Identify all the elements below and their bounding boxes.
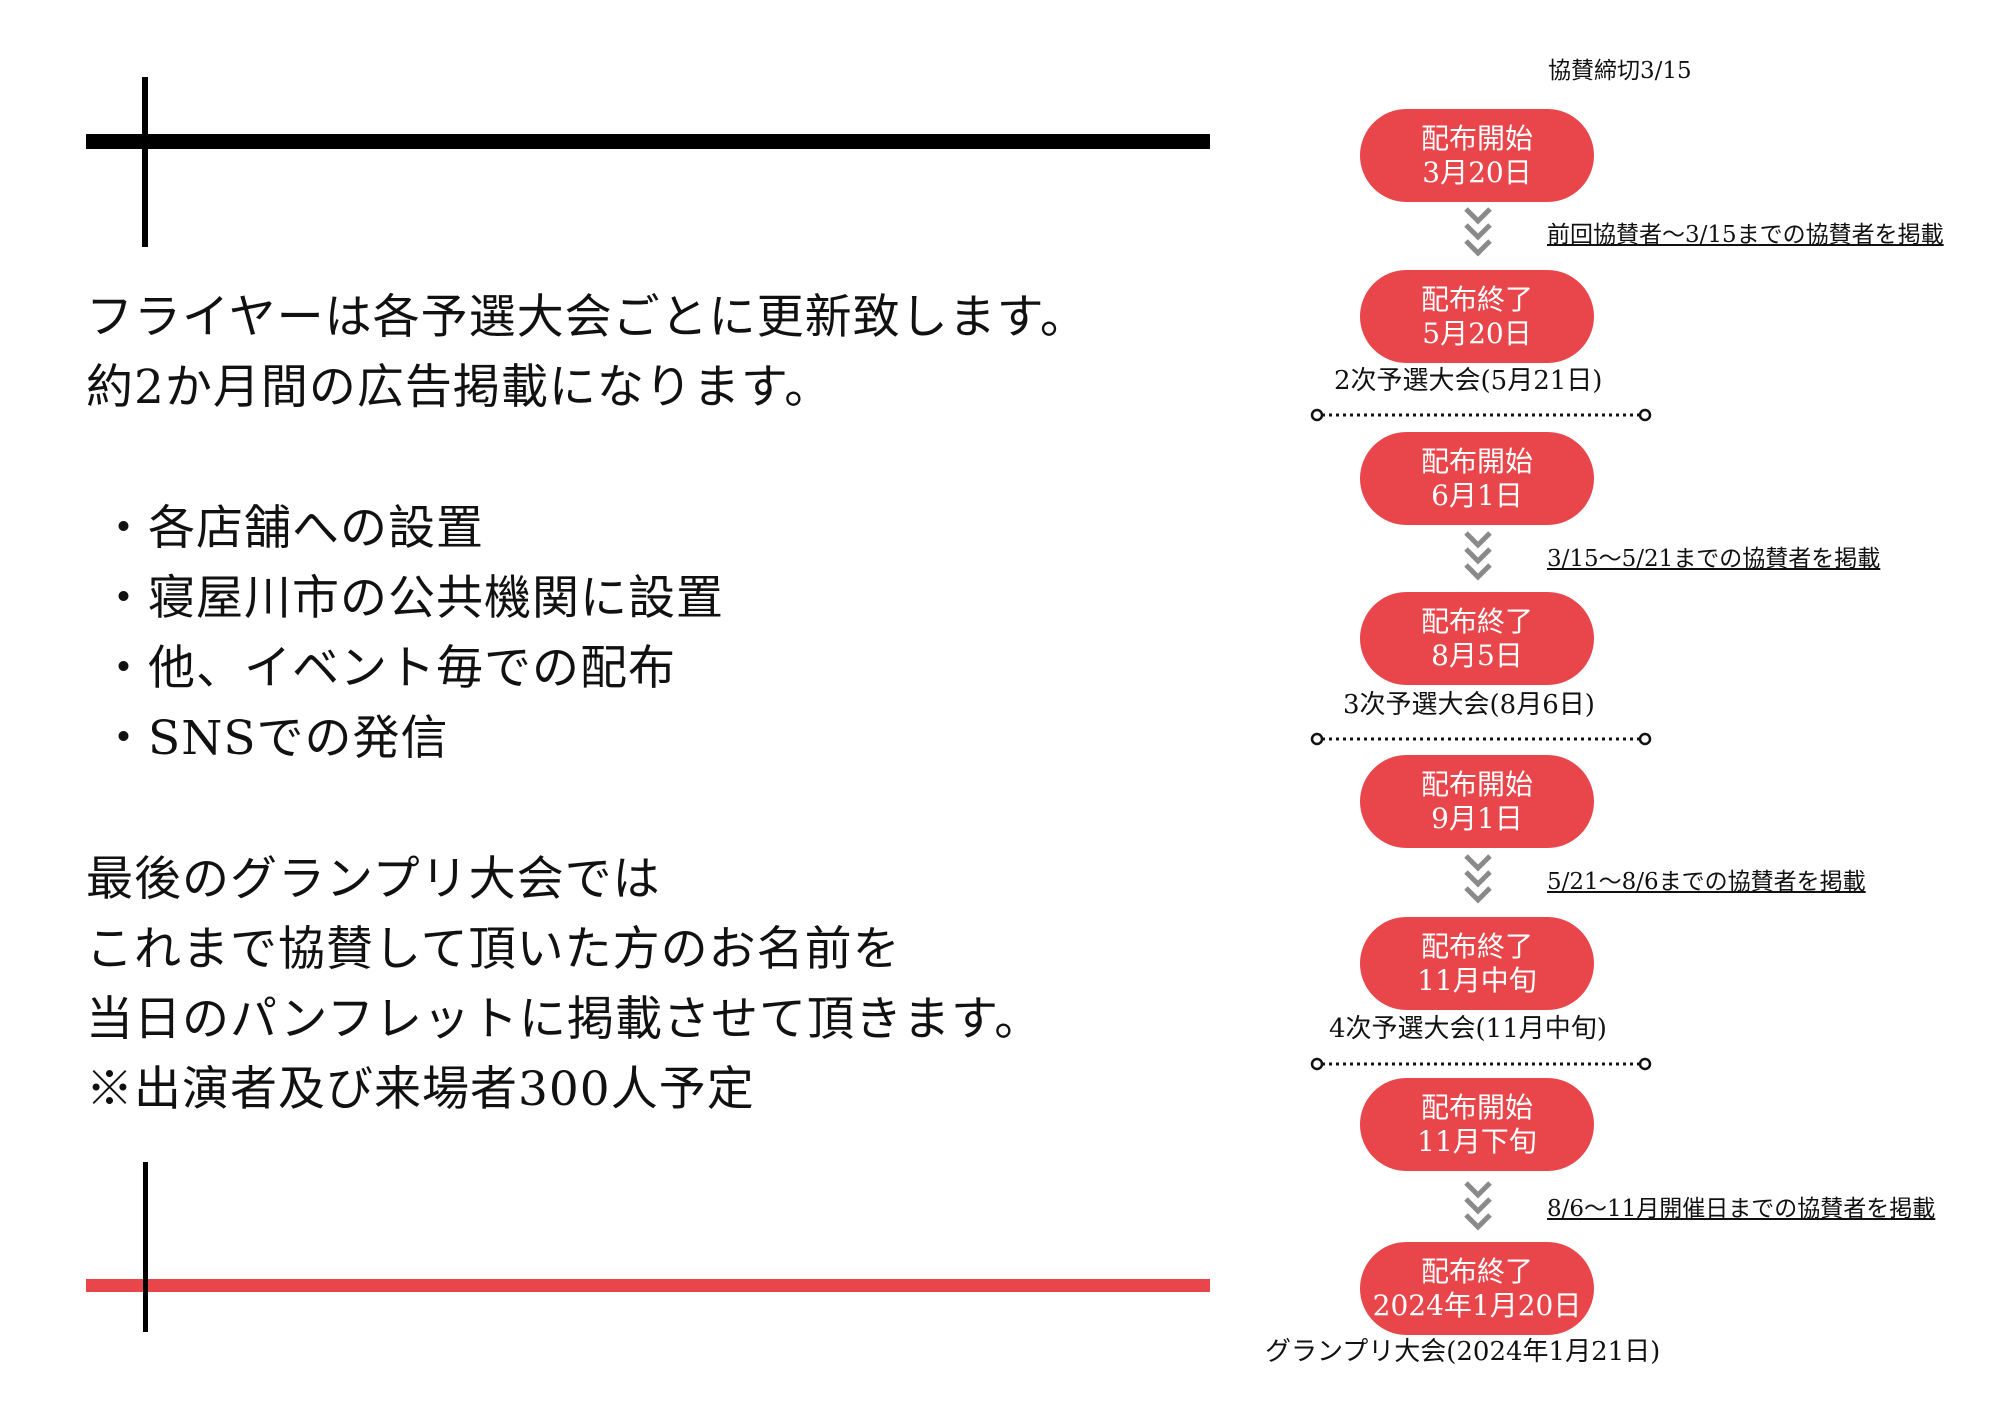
- pill-date: 6月1日: [1431, 478, 1523, 512]
- pill-title: 配布開始: [1420, 1090, 1533, 1124]
- dotted-separator: [1310, 1057, 1652, 1071]
- pill-title: 配布開始: [1420, 121, 1533, 155]
- pill-title: 配布開始: [1420, 767, 1533, 801]
- pill-date: 11月下旬: [1417, 1124, 1537, 1158]
- chevron-down-icon: [1464, 207, 1492, 257]
- intro-line-1: フライヤーは各予選大会ごとに更新致します。: [86, 290, 1088, 345]
- period-note: 8/6〜11月開催日までの協賛者を掲載: [1547, 1196, 1936, 1222]
- chevron-down-icon: [1464, 854, 1492, 904]
- timeline-pill: 配布終了 11月中旬: [1360, 917, 1594, 1010]
- sponsor-deadline: 協賛締切3/15: [1548, 58, 1692, 84]
- pill-date: 3月20日: [1422, 155, 1532, 189]
- pill-title: 配布終了: [1420, 604, 1533, 638]
- intro-line-2: 約2か月間の広告掲載になります。: [86, 360, 833, 415]
- closing-line-4: ※出演者及び来場者300人予定: [86, 1062, 755, 1117]
- bottom-horizontal-rule: [86, 1279, 1210, 1292]
- pill-date: 8月5日: [1431, 638, 1523, 672]
- timeline-pill: 配布開始 9月1日: [1360, 755, 1594, 848]
- timeline-pill: 配布終了 2024年1月20日: [1360, 1242, 1594, 1335]
- dotted-separator: [1310, 408, 1652, 422]
- bullet-item: ・各店舗への設置: [100, 501, 484, 556]
- bullet-item: ・寝屋川市の公共機関に設置: [100, 571, 724, 626]
- closing-line-1: 最後のグランプリ大会では: [86, 852, 661, 907]
- top-vertical-rule: [142, 77, 148, 247]
- pill-date: 2024年1月20日: [1372, 1288, 1582, 1322]
- period-note: 5/21〜8/6までの協賛者を掲載: [1547, 869, 1866, 895]
- closing-line-2: これまで協賛して頂いた方のお名前を: [86, 922, 901, 977]
- event-label: 4次予選大会(11月中旬): [1329, 1014, 1607, 1044]
- top-horizontal-rule: [86, 134, 1210, 149]
- period-note: 前回協賛者〜3/15までの協賛者を掲載: [1547, 222, 1944, 248]
- closing-line-3: 当日のパンフレットに掲載させて頂きます。: [86, 992, 1043, 1047]
- pill-date: 9月1日: [1431, 801, 1523, 835]
- timeline-pill: 配布開始 3月20日: [1360, 109, 1594, 202]
- chevron-down-icon: [1464, 531, 1492, 581]
- timeline-pill: 配布開始 11月下旬: [1360, 1078, 1594, 1171]
- period-note: 3/15〜5/21までの協賛者を掲載: [1547, 546, 1881, 572]
- event-label: グランプリ大会(2024年1月21日): [1265, 1337, 1661, 1367]
- bottom-vertical-rule: [143, 1162, 148, 1332]
- timeline-pill: 配布終了 5月20日: [1360, 270, 1594, 363]
- bullet-item: ・SNSでの発信: [100, 711, 449, 766]
- timeline-pill: 配布開始 6月1日: [1360, 432, 1594, 525]
- pill-date: 11月中旬: [1417, 963, 1537, 997]
- pill-title: 配布終了: [1420, 1254, 1533, 1288]
- bullet-item: ・他、イベント毎での配布: [100, 641, 676, 696]
- dotted-separator: [1310, 732, 1652, 746]
- event-label: 2次予選大会(5月21日): [1334, 366, 1603, 396]
- timeline-pill: 配布終了 8月5日: [1360, 592, 1594, 685]
- chevron-down-icon: [1464, 1181, 1492, 1231]
- pill-date: 5月20日: [1422, 316, 1532, 350]
- pill-title: 配布終了: [1420, 929, 1533, 963]
- pill-title: 配布開始: [1420, 444, 1533, 478]
- pill-title: 配布終了: [1420, 282, 1533, 316]
- event-label: 3次予選大会(8月6日): [1343, 690, 1595, 720]
